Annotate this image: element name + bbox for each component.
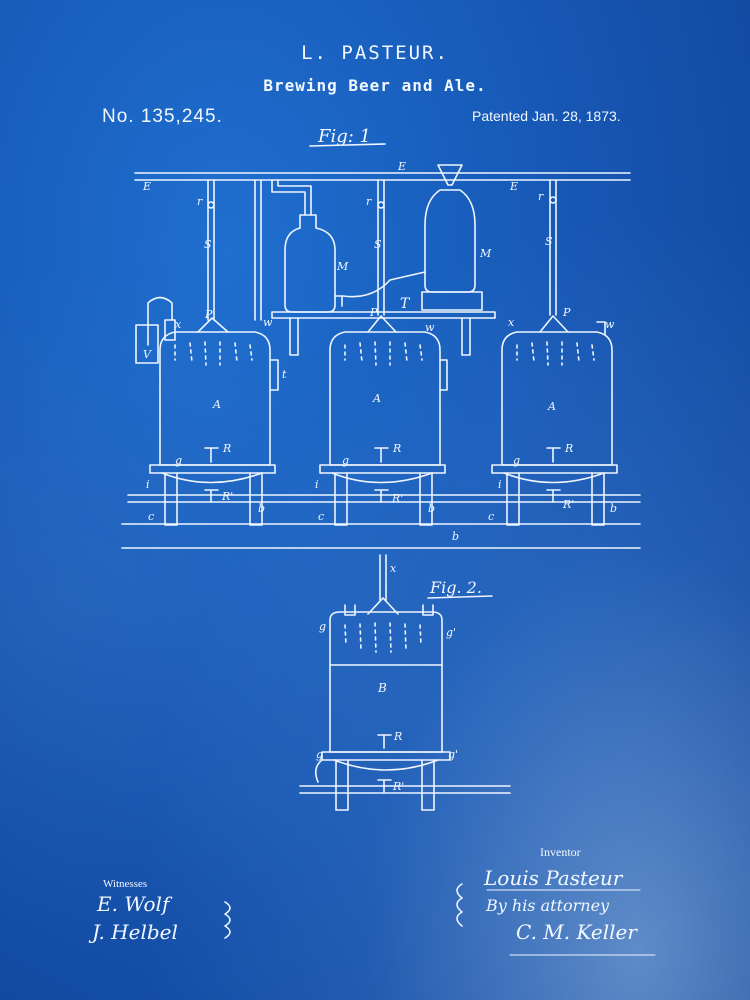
vats-fig1 [149, 315, 618, 526]
witness-signature-2: J. Helbel [92, 920, 178, 944]
top-pipe [134, 172, 631, 181]
label-E-left: E [142, 180, 151, 193]
label-g-fig2-top-left: g [319, 620, 326, 633]
label-g-2: g [342, 454, 349, 467]
witnesses-label: Witnesses [103, 878, 148, 890]
label-s-3: S [545, 235, 553, 248]
label-r-3: r [538, 190, 544, 203]
inventor-heading: L. PASTEUR. [301, 42, 449, 64]
label-r-prime-1: R' [221, 490, 233, 503]
label-E-center: E [397, 160, 406, 173]
label-i-2: i [315, 478, 319, 491]
witness-signature-1: E. Wolf [97, 892, 170, 916]
label-c-3: c [488, 510, 494, 523]
label-i-1: i [146, 478, 150, 491]
label-b-vat: B [377, 681, 387, 695]
signature-flourish [456, 883, 463, 927]
bottle-m-right [342, 164, 483, 311]
label-g-prime-fig2-bottom: g' [448, 748, 458, 761]
label-b-4: b [610, 502, 617, 515]
label-r-fig2: R [393, 730, 402, 743]
label-x-1: x [175, 318, 182, 331]
label-a-1: A [212, 398, 221, 411]
signature-lines [486, 889, 656, 956]
label-g-3: g [513, 454, 520, 467]
patent-number: No. 135,245. [102, 106, 223, 127]
floor-base [121, 494, 641, 549]
attorney-signature: C. M. Keller [516, 920, 637, 944]
label-r-2: r [366, 195, 372, 208]
label-x-2: x [508, 316, 515, 329]
label-b-2: b [428, 502, 435, 515]
label-v: V [143, 348, 152, 361]
label-w-2: w [425, 321, 435, 334]
label-a-2: A [372, 392, 381, 405]
label-s-2: S [374, 238, 382, 251]
label-g-prime-fig2-top: g' [446, 626, 456, 639]
witness-flourish [224, 901, 231, 939]
label-b-1: b [258, 502, 265, 515]
shelf-t [271, 311, 496, 356]
fig1-underline [309, 143, 386, 147]
label-t-shelf: T [400, 296, 411, 312]
drawing-reference-letters: E E E r r r S S S M M T P P P V w w w t … [142, 160, 617, 793]
label-m-2: M [479, 247, 492, 260]
patent-title: Brewing Beer and Ale. [263, 76, 487, 95]
label-g-fig2-bottom-left: g [316, 748, 323, 761]
vat-b-fig2 [299, 554, 511, 811]
label-s-1: S [204, 238, 212, 251]
label-t-1: t [282, 368, 287, 381]
label-p-3: P [562, 306, 571, 319]
label-r-prime-2: R' [391, 492, 403, 505]
fig2-underline [427, 595, 493, 599]
label-r-1: r [197, 195, 203, 208]
label-r-cap-2: R [392, 442, 401, 455]
figure-2-label: Fig. 2. [430, 578, 482, 597]
label-c-1: c [148, 510, 154, 523]
label-g-1: g [175, 454, 182, 467]
figure-1-label: Fig: 1 [318, 126, 372, 147]
vertical-pipes [207, 179, 557, 321]
label-x-fig2: x [390, 562, 397, 575]
label-r-prime-3: R' [562, 498, 574, 511]
inventor-signature: Louis Pasteur [484, 866, 623, 890]
label-b-3: b [452, 530, 459, 543]
label-i-3: i [498, 478, 502, 491]
side-apparatus [135, 296, 176, 364]
attorney-line: By his attorney [486, 896, 610, 915]
label-p-2: P [369, 306, 378, 319]
label-p-1: P [204, 308, 213, 321]
patent-date: Patented Jan. 28, 1873. [472, 108, 621, 124]
inventor-label: Inventor [540, 845, 581, 859]
bottle-m-left [284, 214, 343, 313]
label-w-3: w [605, 318, 615, 331]
label-r-prime-fig2: R' [392, 780, 404, 793]
label-w-1: w [263, 316, 273, 329]
label-c-2: c [318, 510, 324, 523]
label-E-right: E [509, 180, 518, 193]
label-r-cap-3: R [564, 442, 573, 455]
label-a-3: A [547, 400, 556, 413]
label-m-1: M [336, 260, 349, 273]
label-r-cap-1: R [222, 442, 231, 455]
